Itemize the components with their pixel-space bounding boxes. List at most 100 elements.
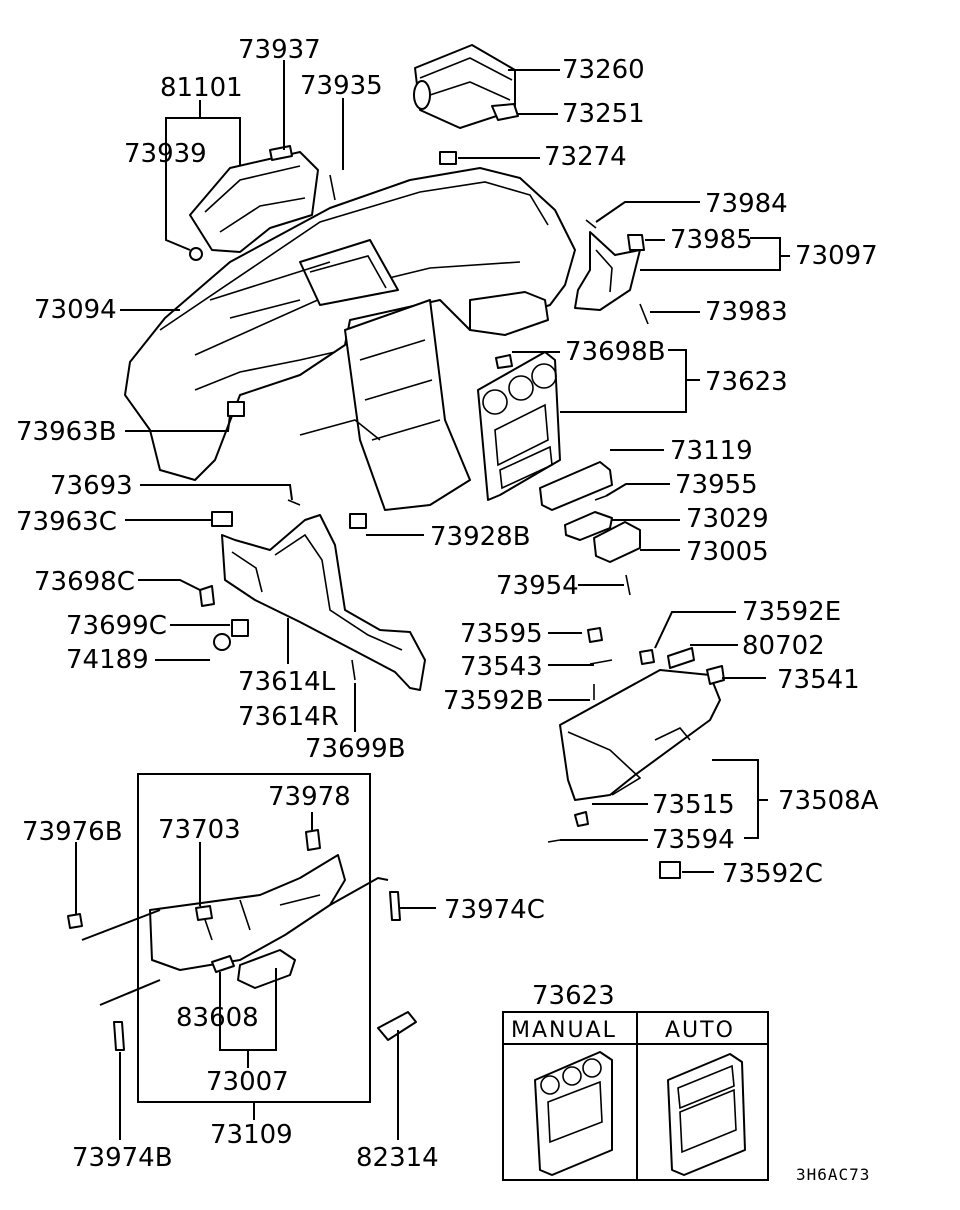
floor-console — [221, 514, 426, 691]
label-73985: 73985 — [670, 225, 753, 255]
label-73097: 73097 — [795, 241, 878, 271]
label-73698C: 73698C — [34, 567, 135, 597]
label-73592B: 73592B — [443, 686, 544, 716]
label-73508A: 73508A — [778, 786, 879, 816]
screw-73974C — [389, 891, 401, 921]
meter-hood — [189, 151, 319, 261]
label-73974C: 73974C — [444, 895, 545, 925]
variant-auto: AUTO — [665, 1018, 735, 1043]
striker-80702 — [667, 647, 695, 669]
clip-73978 — [305, 829, 321, 851]
center-panel-auto — [667, 1053, 746, 1176]
label-73976B: 73976B — [22, 817, 123, 847]
label-73595: 73595 — [460, 619, 543, 649]
clip-83608 — [211, 955, 235, 973]
side-cover-right — [574, 231, 641, 311]
label-73005: 73005 — [686, 537, 769, 567]
clip-73698C — [199, 585, 215, 607]
label-73935: 73935 — [300, 71, 383, 101]
label-82314: 82314 — [356, 1143, 439, 1173]
label-73592E: 73592E — [742, 597, 841, 627]
label-81101: 81101 — [160, 73, 243, 103]
label-80702: 80702 — [742, 631, 825, 661]
air-bag-bracket — [491, 103, 519, 121]
label-73954: 73954 — [496, 571, 579, 601]
label-73592C: 73592C — [722, 859, 823, 889]
clip-73985 — [627, 234, 645, 251]
label-73260: 73260 — [562, 55, 645, 85]
clip-73592E — [639, 649, 655, 665]
label-73698B: 73698B — [565, 337, 666, 367]
ash-tray — [539, 461, 613, 511]
bracket-73029 — [564, 511, 613, 541]
label-73029: 73029 — [686, 504, 769, 534]
switch-82314 — [377, 1011, 417, 1041]
label-73703: 73703 — [158, 815, 241, 845]
label-73594: 73594 — [652, 825, 735, 855]
screw-73984 — [585, 219, 597, 229]
screw-73935 — [329, 174, 336, 201]
label-83608: 83608 — [176, 1003, 259, 1033]
air-bag-module — [413, 44, 516, 129]
clip-73698B — [495, 354, 513, 369]
reference-code: 3H6AC73 — [796, 1165, 870, 1184]
variant-manual: MANUAL — [511, 1018, 617, 1043]
label-73699B: 73699B — [305, 734, 406, 764]
screw-73954 — [625, 574, 631, 596]
label-73963B: 73963B — [16, 417, 117, 447]
screw-73699B — [351, 659, 356, 681]
label-73984: 73984 — [705, 189, 788, 219]
bolt-73699C — [231, 619, 249, 637]
label-74189: 74189 — [66, 645, 149, 675]
clip-73693 — [287, 499, 301, 506]
clip-73515 — [574, 811, 589, 827]
label-73699C: 73699C — [66, 611, 167, 641]
label-73109: 73109 — [210, 1120, 293, 1150]
bracket-73543 — [589, 659, 613, 665]
label-73614R: 73614R — [238, 702, 339, 732]
cup-holder — [593, 521, 641, 563]
label-73963C: 73963C — [16, 507, 117, 537]
label-73939: 73939 — [124, 139, 207, 169]
label-73251: 73251 — [562, 99, 645, 129]
label-73614L: 73614L — [238, 667, 336, 697]
bolt-73963C — [211, 511, 233, 527]
label-73983: 73983 — [705, 297, 788, 327]
glove-box — [559, 669, 721, 801]
label-73623: 73623 — [705, 367, 788, 397]
bolt-73274 — [439, 151, 457, 165]
pin-73594 — [547, 839, 561, 843]
leader-lines — [75, 60, 790, 1140]
label-73693: 73693 — [50, 471, 133, 501]
lower-panel — [149, 854, 346, 971]
label-73541: 73541 — [777, 665, 860, 695]
center-panel — [477, 351, 561, 501]
bolt-73592C — [659, 861, 681, 879]
plug-74189 — [213, 633, 231, 651]
bolt-73928B — [349, 513, 367, 529]
label-73955: 73955 — [675, 470, 758, 500]
label-73928B: 73928B — [430, 522, 531, 552]
label-73623-variant: 73623 — [532, 981, 615, 1011]
center-panel-manual — [534, 1051, 613, 1176]
label-73937: 73937 — [238, 35, 321, 65]
variant-table: MANUAL AUTO — [502, 1011, 769, 1181]
label-73007: 73007 — [206, 1067, 289, 1097]
label-73543: 73543 — [460, 652, 543, 682]
clip-73955 — [594, 495, 607, 501]
label-73515: 73515 — [652, 790, 735, 820]
screw-73974B — [113, 1021, 125, 1051]
bracket-73541 — [706, 665, 725, 685]
label-73974B: 73974B — [72, 1143, 173, 1173]
label-73119: 73119 — [670, 436, 753, 466]
bolt-73963B — [227, 401, 245, 417]
label-73274: 73274 — [544, 142, 627, 172]
instrument-panel — [124, 167, 576, 511]
clip-73595 — [587, 627, 603, 643]
label-73094: 73094 — [34, 295, 117, 325]
screw-73983 — [639, 303, 649, 325]
part-labels: 73937 81101 73935 73939 73260 73251 7327… — [16, 35, 879, 1184]
cover-73007 — [237, 949, 296, 989]
label-73978: 73978 — [268, 782, 351, 812]
